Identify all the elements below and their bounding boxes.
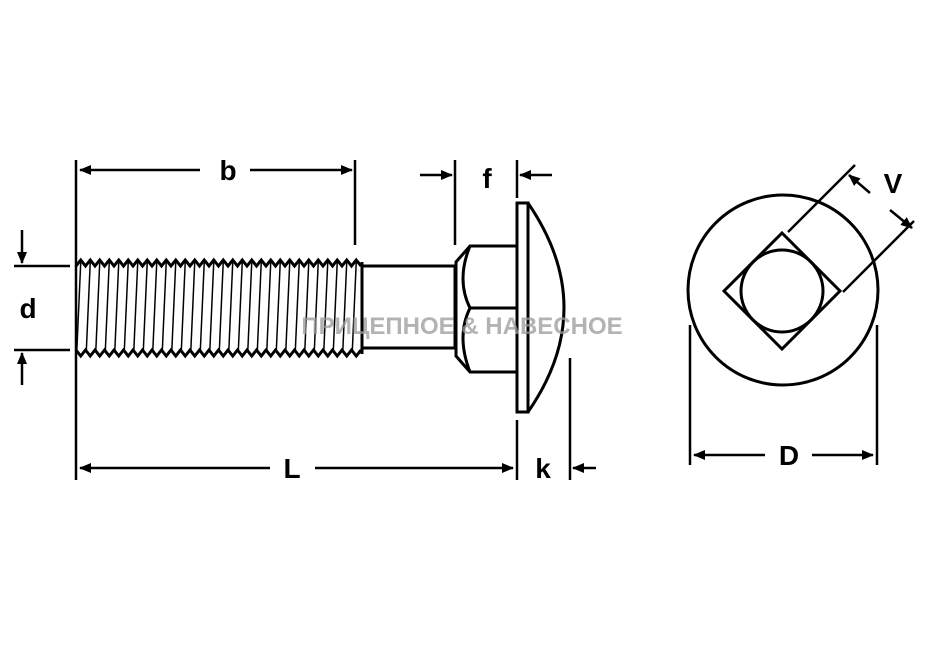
thread-line	[142, 261, 148, 353]
thread-line	[228, 261, 234, 353]
thread-profile	[74, 347, 363, 359]
thread-line	[285, 261, 291, 353]
label-b: b	[219, 155, 236, 186]
thread-line	[256, 261, 262, 353]
thread-line	[247, 261, 253, 353]
dimension-arrows	[17, 165, 913, 473]
thread-line	[294, 261, 300, 353]
thread-line	[275, 261, 281, 353]
thread-line	[104, 261, 110, 353]
thread-line	[85, 261, 91, 353]
thread-line	[199, 261, 205, 353]
thread-line	[332, 261, 338, 353]
label-L: L	[283, 453, 300, 484]
thread-line	[313, 261, 319, 353]
label-f: f	[482, 163, 492, 194]
thread-line	[323, 261, 329, 353]
thread-line	[342, 261, 348, 353]
label-D: D	[779, 440, 799, 471]
thread-line	[133, 261, 139, 353]
thread-line	[218, 261, 224, 353]
label-V: V	[884, 168, 903, 199]
thread-line	[152, 261, 158, 353]
square-neck-end-view	[721, 230, 843, 352]
thread-line	[171, 261, 177, 353]
thread-line	[209, 261, 215, 353]
thread-line	[114, 261, 120, 353]
thread-profile	[74, 257, 363, 269]
label-d: d	[19, 293, 36, 324]
thread-line	[95, 261, 101, 353]
thread-line	[76, 261, 82, 353]
watermark: ПРИЦЕПНОЕ & НАВЕСНОЕ	[301, 313, 622, 340]
thread-line	[180, 261, 186, 353]
thread-line	[237, 261, 243, 353]
label-k: k	[535, 453, 551, 484]
thread-line	[266, 261, 272, 353]
head-plate	[515, 201, 530, 414]
thread-line	[304, 261, 310, 353]
head-dome	[526, 202, 566, 413]
square-neck	[454, 244, 517, 374]
extension-lines	[14, 160, 915, 480]
thread-section	[74, 257, 364, 359]
thread-line	[190, 261, 196, 353]
shank-end-view	[739, 248, 825, 334]
thread-line	[161, 261, 167, 353]
head-end-view	[686, 193, 880, 387]
thread-line	[351, 261, 357, 353]
thread-line	[123, 261, 129, 353]
